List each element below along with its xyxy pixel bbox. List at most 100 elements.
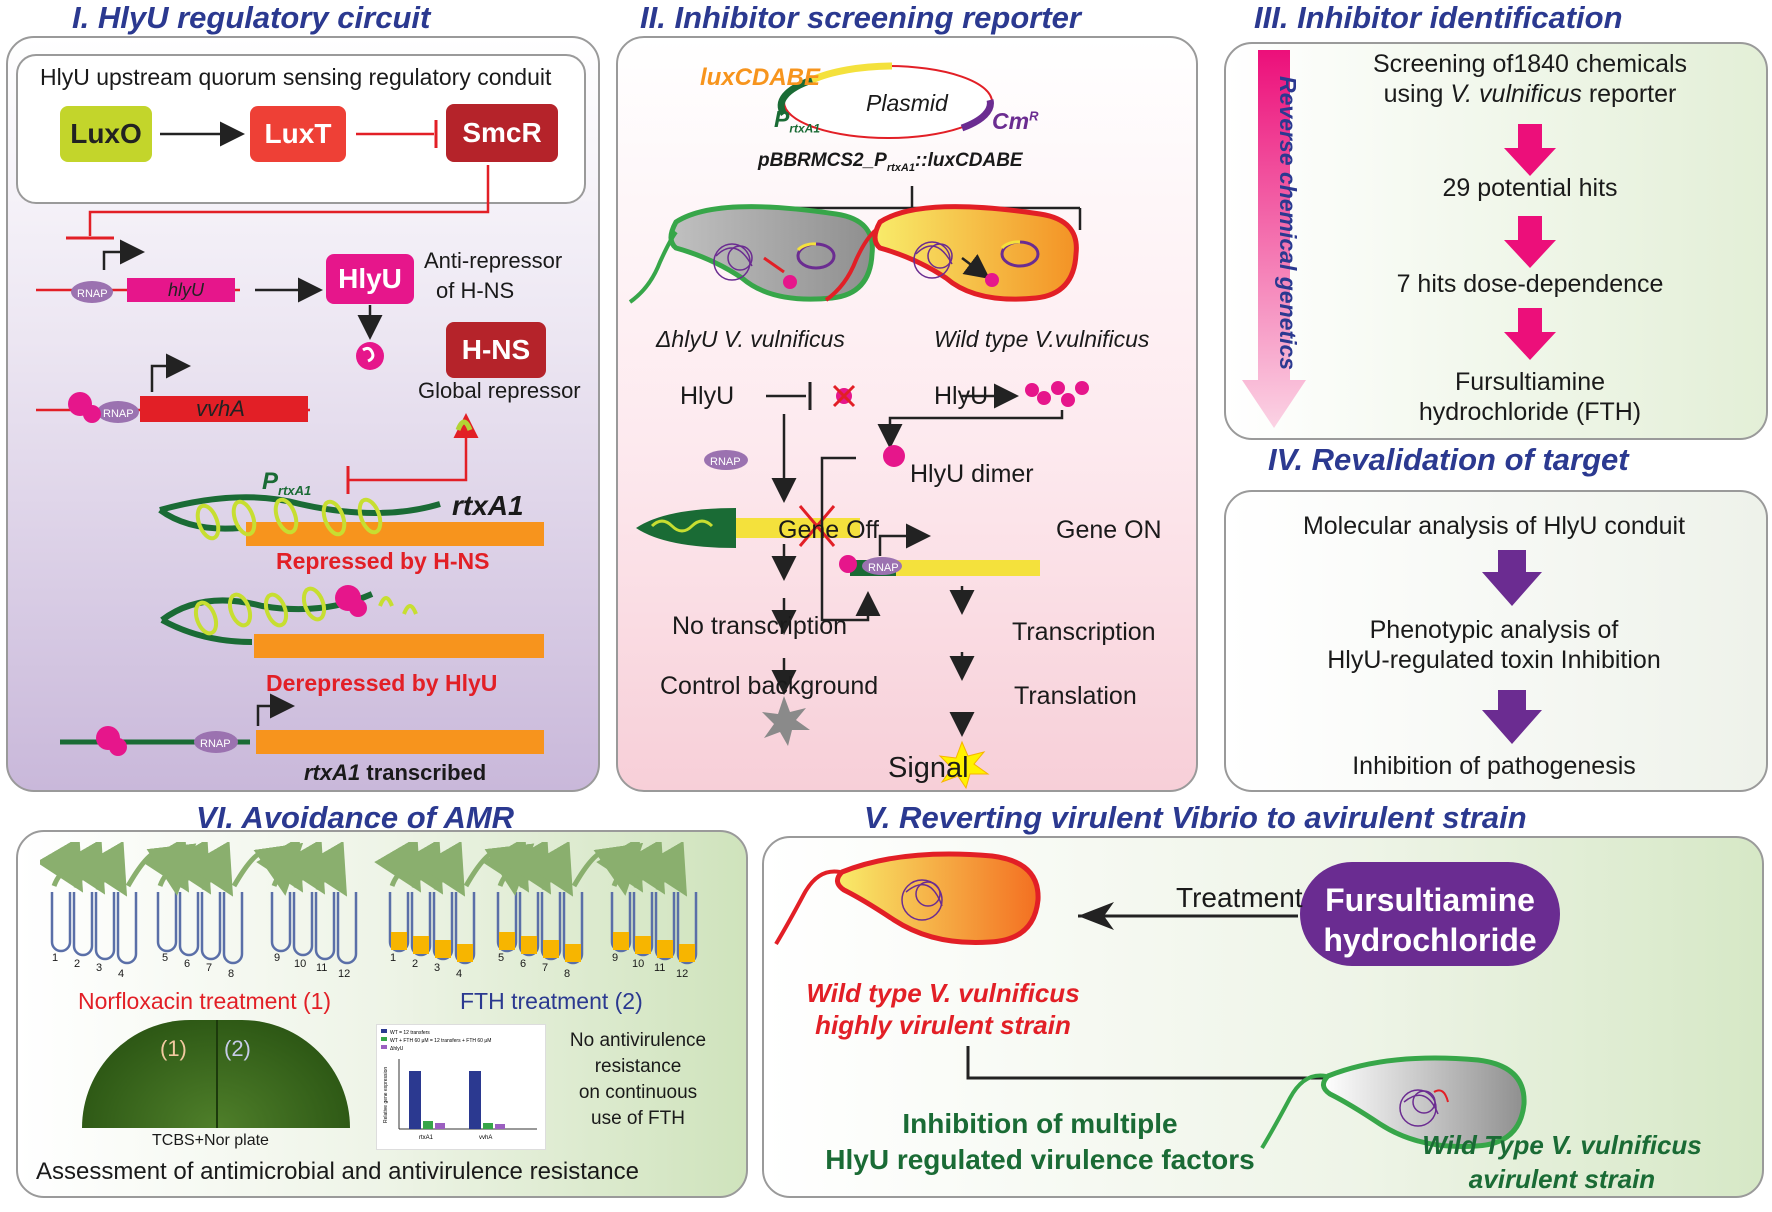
reval-arrows <box>1482 550 1542 744</box>
tube-number: 3 <box>96 962 103 974</box>
svg-text:vvhA: vvhA <box>196 396 245 421</box>
panel6-title: VI. Avoidance of AMR <box>196 800 515 835</box>
tube-number: 10 <box>294 958 307 970</box>
lux-label: luxCDABE <box>700 64 821 91</box>
global-repressor-label: Global repressor <box>418 378 581 403</box>
chart-xtick: rtxA1 <box>419 1135 434 1141</box>
reval-step-3: Inhibition of pathogenesis <box>1352 752 1636 780</box>
tube-number: 12 <box>676 968 689 980</box>
panel4-title: IV. Revalidation of target <box>1268 442 1629 477</box>
screen-step-4a: Fursultiamine <box>1454 368 1606 396</box>
rtxa1-gene-label: rtxA1 <box>452 490 524 521</box>
anti-repressor-label: Anti-repressor <box>424 248 563 273</box>
hns-box: H-NS <box>446 322 546 378</box>
signal-label: Signal <box>888 752 969 784</box>
inhibition-a: Inhibition of multiple <box>902 1108 1178 1139</box>
avirulent-strain-a: Wild Type V. vulnificus <box>1422 1130 1702 1160</box>
construct-label: pBBRMCS2_PrtxA1::luxCDABE <box>758 150 1023 174</box>
tube-number: 6 <box>184 958 191 970</box>
panel2-diagram: RNAP RNAP <box>628 62 1089 790</box>
qs-conduit-label: HlyU upstream quorum sensing regulatory … <box>40 64 552 90</box>
tube-number: 9 <box>612 952 619 964</box>
virulent-strain-b: highly virulent strain <box>815 1010 1071 1040</box>
screen-step-4b: hydrochloride (FTH) <box>1418 398 1642 426</box>
no-antivirulence-a: No antivirulence <box>569 1030 707 1051</box>
tube-number: 7 <box>542 962 549 974</box>
tube-number: 2 <box>412 958 419 970</box>
of-hns-label: of H-NS <box>436 278 515 303</box>
expression-chart: WT = 12 transfers WT + FTH 60 μM = 12 tr… <box>376 1024 546 1150</box>
panel1-diagram: hlyU RNAP vvhA RNAP RNAP <box>36 120 544 756</box>
no-antivirulence-b: resistance <box>594 1056 682 1077</box>
derepressed-label: Derepressed by HlyU <box>266 670 498 696</box>
panel1-title: I. HlyU regulatory circuit <box>72 0 431 35</box>
avirulent-strain-b: avirulent strain <box>1468 1164 1656 1194</box>
treatment-label: Treatment <box>1176 882 1303 913</box>
plasmid-promoter-label: PrtxA1 <box>774 106 821 136</box>
svg-text:RNAP: RNAP <box>868 562 899 574</box>
panel5-diagram <box>774 851 1560 1150</box>
control-background-label: Control background <box>660 672 879 700</box>
gene-on-label: Gene ON <box>1056 516 1162 544</box>
legend-entry: ΔhlyU <box>390 1046 404 1052</box>
inhibition-b: HlyU regulated virulence factors <box>825 1144 1255 1175</box>
virulent-strain-a: Wild type V. vulnificus <box>806 978 1080 1008</box>
plate-sector-2: (2) <box>224 1036 251 1061</box>
reverse-genetics-label: Reverse chemical genetics <box>1275 76 1301 371</box>
panel5-title: V. Reverting virulent Vibrio to avirulen… <box>864 800 1527 835</box>
tube-number: 9 <box>274 952 281 964</box>
norfloxacin-label: Norfloxacin treatment (1) <box>78 988 332 1014</box>
no-antivirulence-d: use of FTH <box>591 1108 685 1129</box>
promoter-label: PrtxA1 <box>262 468 312 498</box>
assessment-label: Assessment of antimicrobial and antiviru… <box>36 1158 639 1185</box>
tube-number: 11 <box>316 962 328 974</box>
mutant-strain-label: ΔhlyU V. vulnificus <box>656 326 845 352</box>
svg-text:RNAP: RNAP <box>77 288 108 300</box>
tube-number: 6 <box>520 958 527 970</box>
plate-caption: TCBS+Nor plate <box>152 1132 269 1149</box>
svg-text:RNAP: RNAP <box>103 408 134 420</box>
fth-treatment-label: FTH treatment (2) <box>460 988 643 1014</box>
hlyu-dimer-label: HlyU dimer <box>910 460 1034 488</box>
no-transcription-label: No transcription <box>672 612 848 640</box>
chart-xtick: vvhA <box>479 1135 492 1141</box>
panel2-box <box>616 36 1198 792</box>
smcr-box: SmcR <box>446 104 558 162</box>
svg-text:hlyU: hlyU <box>168 280 205 300</box>
hlyu-left-label: HlyU <box>680 382 735 410</box>
tube-number: 4 <box>118 968 125 980</box>
luxo-box: LuxO <box>60 106 152 162</box>
plasmid-label: Plasmid <box>866 90 948 116</box>
tube-number: 12 <box>338 968 351 980</box>
tube-number: 7 <box>206 962 213 974</box>
reval-step-2a: Phenotypic analysis of <box>1369 616 1619 644</box>
screen-step-1b: using V. vulnificus reporter <box>1383 80 1677 108</box>
tube-number: 1 <box>390 952 397 964</box>
screen-step-3: 7 hits dose-dependence <box>1396 270 1664 298</box>
tube-number: 11 <box>654 962 666 974</box>
tube-number: 8 <box>228 968 235 980</box>
hlyu-protein-box: HlyU <box>326 254 414 304</box>
no-antivirulence-c: on continuous <box>578 1082 698 1103</box>
panel3-box <box>1224 42 1768 440</box>
hlyu-right-label: HlyU <box>934 382 989 410</box>
tube-number: 2 <box>74 958 81 970</box>
translation-label: Translation <box>1014 682 1137 710</box>
tube-number: 3 <box>434 962 441 974</box>
plate-sector-1: (1) <box>160 1036 187 1061</box>
luxt-box: LuxT <box>250 106 346 162</box>
hit-arrows <box>1504 124 1556 360</box>
legend-entry: WT + FTH 60 μM = 12 transfers + FTH 60 μ… <box>390 1038 491 1044</box>
tube-number: 8 <box>564 968 571 980</box>
drug-name-b: hydrochloride <box>1323 922 1537 958</box>
tube-number: 4 <box>456 968 463 980</box>
repressed-label: Repressed by H-NS <box>276 548 490 574</box>
svg-text:RNAP: RNAP <box>200 738 231 750</box>
tube-number: 5 <box>498 952 505 964</box>
reval-step-1: Molecular analysis of HlyU conduit <box>1302 512 1686 540</box>
panel4-box <box>1224 490 1768 792</box>
drug-name-a: Fursultiamine <box>1325 882 1535 918</box>
serial-passage-diagram <box>40 842 698 965</box>
svg-text:RNAP: RNAP <box>710 456 741 468</box>
tube-number: 1 <box>52 952 59 964</box>
